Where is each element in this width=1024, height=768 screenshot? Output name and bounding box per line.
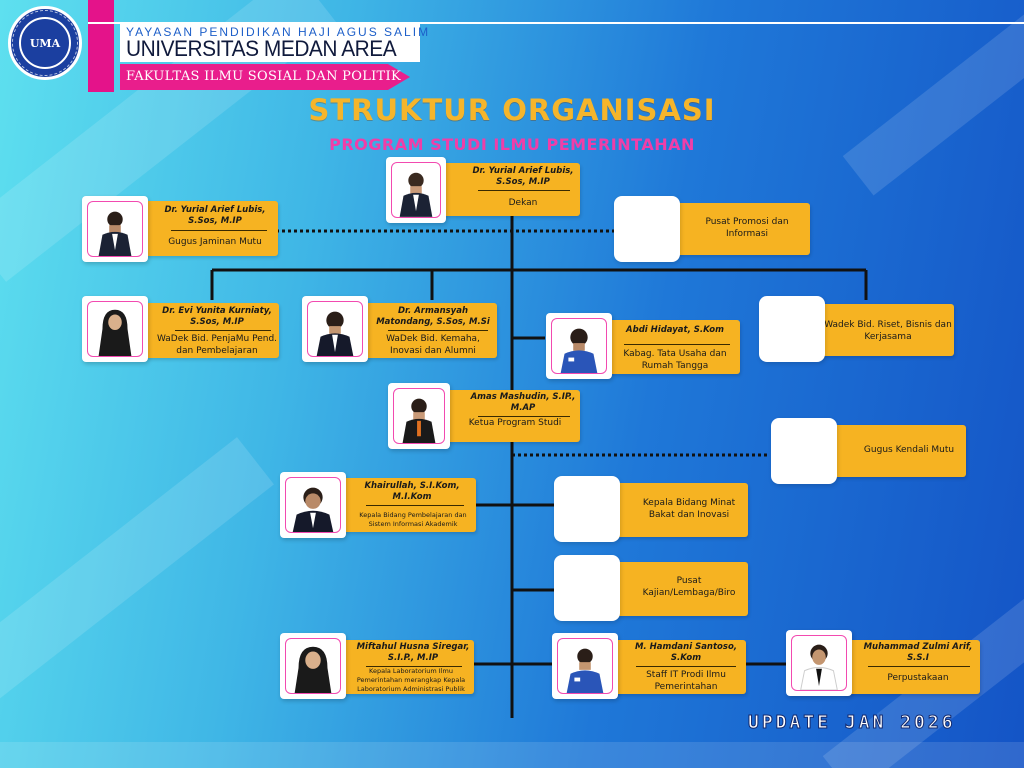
card-lab: Miftahul Husna Siregar, S.I.P., M.IP Kep… <box>340 640 474 694</box>
kbm-role: Kepala Bidang Minat Bakat dan Inovasi <box>632 497 746 521</box>
dekan-name: Dr. Yurial Arief Lubis, S.Sos, M.IP <box>470 166 576 188</box>
wadek2-role: WaDek Bid. Kemaha, Inovasi dan Alumni <box>370 333 496 357</box>
dekan-role: Dekan <box>470 197 576 209</box>
gkm-role: Gugus Kendali Mutu <box>854 444 964 456</box>
kbp-role: Kepala Bidang Pembelajaran dan Sistem In… <box>350 511 476 529</box>
card-kbm: Kepala Bidang Minat Bakat dan Inovasi <box>612 483 748 537</box>
lab-role: Kepala Laboratorium Ilmu Pemerintahan me… <box>348 667 474 694</box>
wadek3-role: Wadek Bid. Riset, Bisnis dan Kerjasama <box>824 319 952 343</box>
card-wadek3: Wadek Bid. Riset, Bisnis dan Kerjasama <box>818 304 954 356</box>
card-wadek2: Dr. Armansyah Matondang, S.Sos, M.Si WaD… <box>360 303 497 358</box>
man-suit-icon <box>88 202 142 256</box>
photo-wadek1 <box>82 296 148 362</box>
it-role: Staff IT Prodi Ilmu Pemerintahan <box>628 669 744 693</box>
photo-kbp <box>280 472 346 538</box>
kaprodi-name: Amas Mashudin, S.IP., M.AP <box>468 392 578 414</box>
kabag-name: Abdi Hidayat, S.Kom <box>612 325 738 336</box>
photo-it <box>552 633 618 699</box>
kbp-name: Khairullah, S.I.Kom, M.I.Kom <box>354 481 470 503</box>
card-kbp: Khairullah, S.I.Kom, M.I.Kom Kepala Bida… <box>340 478 476 532</box>
wadek1-role: WaDek Bid. PenjaMu Pend. dan Pembelajara… <box>155 333 279 357</box>
card-gkm: Gugus Kendali Mutu <box>830 425 966 477</box>
photo-perpus <box>786 630 852 696</box>
man-uniform-icon <box>552 319 606 373</box>
kabag-role: Kabag. Tata Usaha dan Rumah Tangga <box>612 348 738 372</box>
photo-placeholder-ppi <box>614 196 680 262</box>
it-name: M. Hamdani Santoso, S.Kom <box>628 642 744 664</box>
card-perpus: Muhammad Zulmi Arif, S.S.I Perpustakaan <box>844 640 980 694</box>
pusat-role: Pusat Kajian/Lembaga/Biro <box>632 575 746 599</box>
update-label: UPDATE JAN 2026 <box>748 712 956 733</box>
perpus-name: Muhammad Zulmi Arif, S.S.I <box>858 642 978 664</box>
ppi-role: Pusat Promosi dan Informasi <box>688 216 806 240</box>
photo-placeholder-kbm <box>554 476 620 542</box>
wadek2-name: Dr. Armansyah Matondang, S.Sos, M.Si <box>370 306 496 328</box>
card-ppi: Pusat Promosi dan Informasi <box>670 203 810 255</box>
perpus-role: Perpustakaan <box>858 672 978 684</box>
kaprodi-role: Ketua Program Studi <box>468 417 562 429</box>
photo-wadek2 <box>302 296 368 362</box>
lab-name: Miftahul Husna Siregar, S.I.P., M.IP <box>354 642 472 664</box>
card-gjm: Dr. Yurial Arief Lubis, S.Sos, M.IP Gugu… <box>143 201 278 256</box>
woman-hijab-icon <box>88 302 142 356</box>
man-suit-icon <box>286 478 340 532</box>
man-suit-icon <box>394 389 444 443</box>
photo-lab <box>280 633 346 699</box>
man-uniform-icon <box>558 639 612 693</box>
man-shirt-icon <box>792 636 846 690</box>
photo-dekan <box>386 157 446 223</box>
photo-placeholder-wadek3 <box>759 296 825 362</box>
photo-kabag <box>546 313 612 379</box>
card-it: M. Hamdani Santoso, S.Kom Staff IT Prodi… <box>612 640 746 694</box>
card-wadek1: Dr. Evi Yunita Kurniaty, S.Sos, M.IP WaD… <box>145 303 279 358</box>
man-suit-icon <box>308 302 362 356</box>
photo-placeholder-pusat <box>554 555 620 621</box>
photo-gjm <box>82 196 148 262</box>
man-suit-icon <box>392 163 440 217</box>
gjm-name: Dr. Yurial Arief Lubis, S.Sos, M.IP <box>155 205 275 227</box>
photo-kaprodi <box>388 383 450 449</box>
card-kaprodi: Amas Mashudin, S.IP., M.AP Ketua Program… <box>444 390 580 442</box>
photo-placeholder-gkm <box>771 418 837 484</box>
gjm-role: Gugus Jaminan Mutu <box>155 236 275 248</box>
card-kabag: Abdi Hidayat, S.Kom Kabag. Tata Usaha da… <box>604 320 740 374</box>
card-pusat: Pusat Kajian/Lembaga/Biro <box>612 562 748 616</box>
card-dekan: Dr. Yurial Arief Lubis, S.Sos, M.IP Deka… <box>440 163 580 216</box>
woman-hijab-icon <box>286 639 340 693</box>
wadek1-name: Dr. Evi Yunita Kurniaty, S.Sos, M.IP <box>155 306 279 328</box>
